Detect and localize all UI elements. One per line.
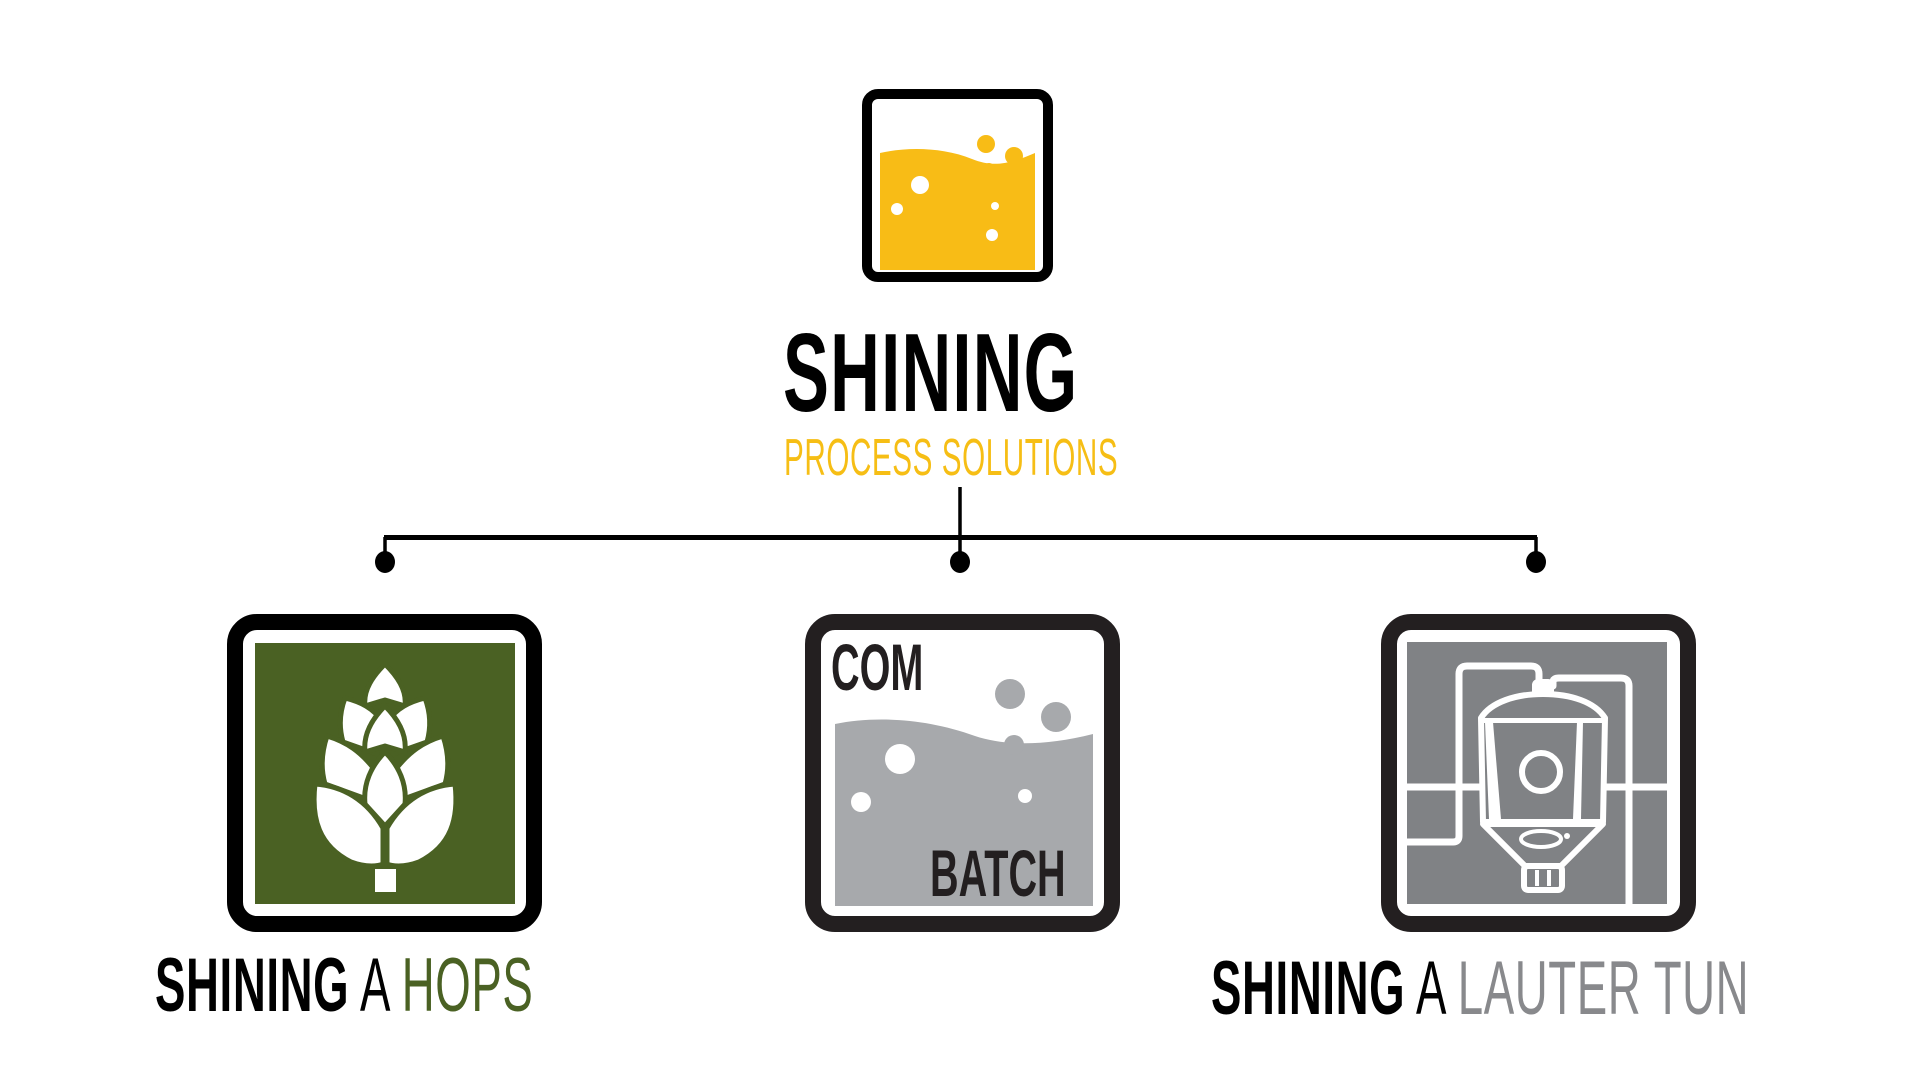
lauter-label-suffix: LAUTER TUN — [1457, 946, 1750, 1031]
lauter-label-prefix: SHINING — [1211, 946, 1406, 1031]
company-title: SHINING — [783, 318, 1138, 429]
hops-label-mid: A — [359, 943, 389, 1028]
hops-tile — [227, 614, 542, 932]
combatch-tile: COM BATCH — [805, 614, 1120, 932]
branch-dot-right — [1526, 551, 1546, 573]
hops-label-suffix: HOPS — [401, 943, 534, 1028]
combatch-text-top: COM — [831, 630, 924, 704]
combatch-text-bottom: BATCH — [930, 836, 1066, 910]
hop-cone-icon — [227, 614, 542, 932]
hops-label: SHINING A HOPS — [155, 948, 786, 1024]
liquid-bubbles-icon — [805, 614, 1120, 932]
hops-label-prefix: SHINING — [155, 943, 350, 1028]
lauter-tun-label: SHINING A LAUTER TUN — [1211, 951, 1920, 1027]
lauter-tun-tile — [1381, 614, 1696, 932]
branch-dot-center — [950, 551, 970, 573]
beer-glass-icon — [862, 89, 1053, 282]
company-subtitle: PROCESS SOLUTIONS — [784, 432, 1139, 484]
branch-dot-left — [375, 551, 395, 573]
lauter-label-mid: A — [1415, 946, 1445, 1031]
lauter-tun-vessel-icon — [1381, 614, 1696, 932]
company-tagline: PROCESS SOLUTIONS — [784, 429, 1119, 487]
company-name: SHINING — [783, 311, 1079, 435]
